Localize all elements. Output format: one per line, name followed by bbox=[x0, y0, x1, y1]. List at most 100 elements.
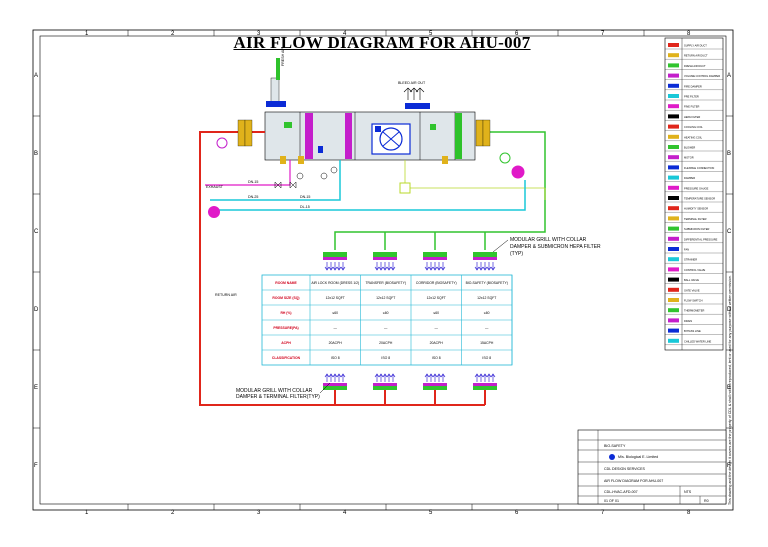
grid-col-label: 1 bbox=[85, 31, 89, 37]
table-cell: ≤60 bbox=[332, 311, 338, 315]
outer-border bbox=[32, 29, 734, 511]
grid-col-label: 8 bbox=[687, 510, 691, 516]
grid-row-label: D bbox=[727, 307, 732, 313]
grid-row-label: D bbox=[34, 307, 39, 313]
terminal-grill-icon bbox=[423, 373, 447, 390]
side-note: This drawing and the design it covers ar… bbox=[728, 275, 732, 505]
hepa-grill-icon bbox=[373, 252, 397, 271]
legend-item: CHILLED WATER LINE bbox=[684, 339, 712, 343]
legend-item: BYPASS LINE bbox=[684, 329, 701, 333]
table-cell: ISO 8 bbox=[381, 356, 390, 360]
pipe-label-1: DN-15 bbox=[248, 180, 258, 184]
table-cell: ≤60 bbox=[383, 311, 389, 315]
legend-item: FIRE DAMPER bbox=[684, 84, 702, 88]
legend-item: HEPA FILTER bbox=[684, 115, 700, 119]
exhaust-label: EXHAUST bbox=[206, 185, 224, 189]
grid-col-label: 1 bbox=[85, 510, 89, 516]
table-cell: 20ACPH bbox=[329, 341, 343, 345]
grid-col-label: 5 bbox=[429, 31, 433, 37]
ahu-unit bbox=[264, 111, 476, 164]
legend-item: VOLUME CONTROL DAMPER bbox=[684, 74, 720, 78]
drawing-title: AIR FLOW DIAGRAM FOR AHU-007 bbox=[233, 33, 531, 52]
table-cell: — bbox=[435, 326, 439, 330]
tb-project: BIO-SAFETY bbox=[604, 444, 626, 448]
legend-item: BLOWER bbox=[684, 146, 695, 150]
grid-row-label: A bbox=[34, 73, 38, 79]
table-cell: ISO 8 bbox=[432, 356, 441, 360]
fresh-air-label: FRESH AIR bbox=[281, 47, 285, 66]
table-cell: — bbox=[485, 326, 489, 330]
table-cell: AIR LOCK ROOM (DRESS 1/2) bbox=[311, 281, 359, 285]
legend-item: DIFFERENTIAL PRESSURE bbox=[684, 237, 718, 241]
hepa-grills bbox=[323, 252, 497, 271]
table-cell: 12x12 SQFT bbox=[376, 296, 395, 300]
tb-scale: NTS bbox=[684, 490, 692, 494]
grill-note-top-3: (TYP) bbox=[510, 251, 523, 257]
fine-filter bbox=[345, 113, 352, 159]
grid-row-label: C bbox=[34, 229, 39, 235]
legend-item: MOTOR bbox=[684, 156, 694, 160]
terminal-grill-icon bbox=[323, 373, 347, 390]
legend-swatch bbox=[668, 236, 679, 241]
legend-item: COOLING COIL bbox=[684, 125, 703, 129]
table-cell: 20ACPH bbox=[379, 341, 393, 345]
legend-item: FRESH AIR DUCT bbox=[684, 64, 706, 68]
terminal-grill-icon bbox=[373, 373, 397, 390]
legend-item: PRESSURE GAUGE bbox=[684, 186, 709, 190]
legend-swatch bbox=[668, 257, 679, 262]
cooling-coil bbox=[455, 113, 462, 159]
grid-col-label: 8 bbox=[687, 31, 691, 37]
chilled-water-lines: EXHAUST DN-15 DN-25 DN-15 DL-15 bbox=[205, 160, 526, 218]
grid-col-label: 4 bbox=[343, 510, 347, 516]
legend-item: RETURN AIR DUCT bbox=[684, 54, 708, 58]
supply-fan-icon bbox=[511, 165, 525, 179]
grill-note-bottom-1: MODULAR GRILL WITH COLLAR bbox=[236, 388, 313, 394]
table-cell: ISO 8 bbox=[331, 356, 340, 360]
table-row-label: CLASSIFICATION bbox=[272, 356, 301, 360]
legend-swatch bbox=[668, 145, 679, 149]
grill-note-top-1: MODULAR GRILL WITH COLLAR bbox=[510, 237, 587, 243]
legend-item: CONTROL VALVE bbox=[684, 268, 706, 272]
grid-row-label: C bbox=[727, 229, 732, 235]
tb-consultant: CDL DESIGN SERVICES bbox=[604, 467, 646, 471]
legend-swatch bbox=[668, 298, 679, 302]
legend-swatch bbox=[668, 114, 679, 119]
tb-sheet: 01 OF 01 bbox=[604, 499, 619, 503]
client-logo-icon bbox=[609, 454, 615, 460]
table-cell: CORRIDOR (BIOSAFETY) bbox=[416, 281, 457, 285]
table-row-label: ACPH bbox=[281, 341, 291, 345]
grid-col-label: 3 bbox=[257, 31, 261, 37]
legend-swatch bbox=[668, 185, 679, 190]
legend-swatch bbox=[668, 175, 679, 180]
grid-col-label: 3 bbox=[257, 510, 261, 516]
legend-item: FLOW SWITCH bbox=[684, 299, 703, 303]
grill-note-top-2: DAMPER & SUBMICRON HEPA FILTER bbox=[510, 244, 601, 250]
legend-swatch bbox=[668, 104, 679, 109]
legend-item: FAN bbox=[684, 248, 689, 252]
legend-item: STRAINER bbox=[684, 258, 697, 262]
exhaust-fan-icon bbox=[208, 206, 220, 218]
tb-revision: R0 bbox=[704, 499, 709, 503]
grid-row-label: E bbox=[727, 385, 731, 391]
table-row-label: ROOM NAME bbox=[275, 281, 297, 285]
legend-swatch bbox=[668, 226, 679, 231]
grid-col-label: 2 bbox=[171, 31, 175, 37]
legend-swatch bbox=[668, 318, 679, 323]
table-cell: — bbox=[384, 326, 388, 330]
legend-swatch bbox=[668, 247, 679, 251]
terminal-grill-icon bbox=[473, 373, 497, 390]
legend-panel: SUPPLY AIR DUCT RETURN AIR DUCT FRESH AIR … bbox=[664, 37, 724, 351]
legend-swatch bbox=[668, 155, 679, 160]
return-air-label: RETURN AIR bbox=[215, 293, 237, 297]
bleed-air-label: BLEED AIR OUT bbox=[398, 81, 426, 85]
legend-item: SUPPLY AIR DUCT bbox=[684, 44, 707, 48]
pipe-label-2: DN-25 bbox=[248, 195, 258, 199]
grid-col-label: 4 bbox=[343, 31, 347, 37]
legend-swatch bbox=[668, 216, 679, 221]
grid-row-label: B bbox=[34, 151, 38, 157]
table-row-label: PRESSURE(PA) bbox=[273, 326, 298, 330]
table-cell: ≤60 bbox=[484, 311, 490, 315]
